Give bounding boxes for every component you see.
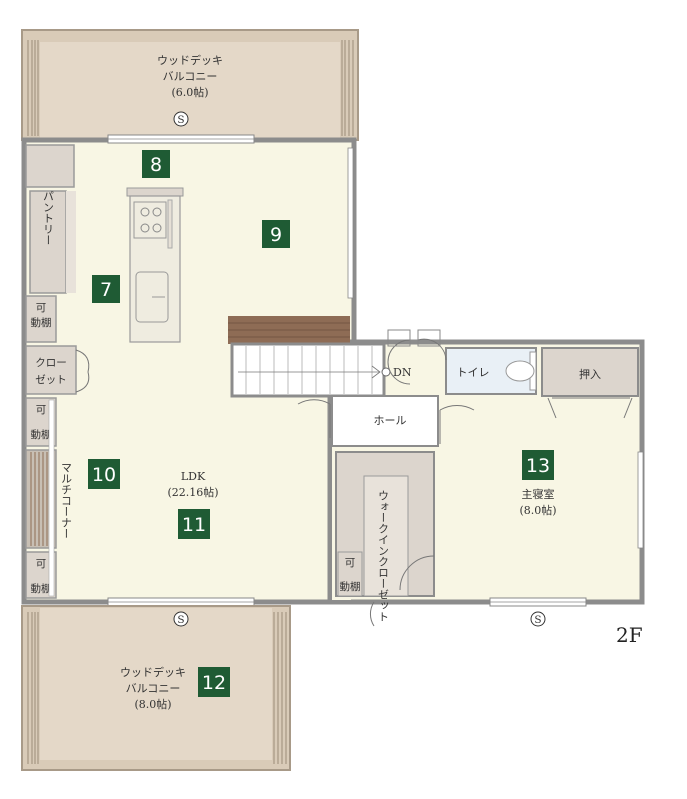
shelf-3-label-b: 動棚 — [31, 582, 52, 595]
shelf-2-label-a: 可 — [36, 404, 47, 416]
toilet-label: トイレ — [457, 366, 490, 379]
deck-top-sub: バルコニー — [163, 70, 218, 83]
sash-marks: S S S — [173, 111, 546, 627]
ldk-name: LDK — [181, 470, 206, 483]
deck-top-size: (6.0帖) — [171, 86, 208, 99]
svg-text:9: 9 — [270, 224, 282, 246]
badge-11: 11 — [178, 509, 210, 539]
stairs-dn-label: DN — [393, 366, 412, 379]
oshiire: 押入 — [541, 347, 639, 419]
svg-text:11: 11 — [182, 514, 206, 536]
ldk-size: (22.16帖) — [167, 486, 218, 499]
stairs: DN — [228, 316, 412, 398]
badge-8: 8 — [142, 150, 170, 178]
svg-text:S: S — [534, 614, 541, 626]
master-name: 主寝室 — [522, 487, 555, 501]
deck-bottom-size: (8.0帖) — [134, 698, 171, 711]
svg-text:10: 10 — [92, 464, 116, 486]
shelf-2-label-b: 動棚 — [31, 428, 52, 441]
svg-text:8: 8 — [150, 154, 162, 176]
shelf-1-label-b: 動棚 — [31, 316, 52, 329]
shelf-3-label-a: 可 — [36, 558, 47, 570]
svg-text:S: S — [177, 614, 184, 626]
svg-text:13: 13 — [526, 455, 550, 477]
closet-label-a: クロー — [35, 357, 67, 369]
floor-label: 2F — [616, 623, 643, 647]
svg-text:7: 7 — [100, 279, 112, 301]
master-size: (8.0帖) — [519, 504, 556, 517]
shelf-4-label-b: 動棚 — [340, 580, 361, 593]
badge-12: 12 — [198, 667, 230, 697]
svg-text:12: 12 — [202, 672, 226, 694]
bottom-windows — [107, 597, 587, 607]
walkin-closet: ウォークインクローゼット 可 動棚 — [335, 451, 435, 627]
deck-bottom-sub: バルコニー — [126, 682, 181, 695]
kitchen-island — [126, 187, 184, 343]
walkin-label: ウォークインクローゼット — [377, 490, 390, 622]
badge-10: 10 — [88, 459, 120, 489]
badge-9: 9 — [262, 220, 290, 248]
svg-text:S: S — [177, 114, 184, 126]
multi-corner-counter — [48, 399, 55, 597]
west-labels: パントリー 可 動棚 クロー ゼット 可 動棚 マルチコーナー 可 動棚 — [31, 190, 73, 595]
hall: ホール — [297, 395, 475, 447]
sash-mark-bottom-left: S — [173, 611, 189, 627]
deck-bottom-name: ウッドデッキ — [120, 665, 186, 679]
closet-label-b: ゼット — [35, 374, 67, 386]
top-window — [107, 134, 255, 144]
shelf-4-label-a: 可 — [345, 557, 356, 569]
multi-corner-label: マルチコーナー — [60, 462, 73, 539]
toilet-room: トイレ — [387, 329, 537, 395]
deck-bottom: ウッドデッキ バルコニー (8.0帖) — [21, 605, 291, 771]
shelf-1-label-a: 可 — [36, 302, 47, 314]
pantry-label: パントリー — [42, 190, 55, 245]
number-badges: 7 8 9 10 11 12 13 — [88, 150, 554, 697]
room-labels: LDK (22.16帖) 主寝室 (8.0帖) — [167, 470, 556, 517]
sash-mark-bottom-right: S — [530, 611, 546, 627]
master-east-window — [637, 451, 644, 549]
deck-top-name: ウッドデッキ — [157, 53, 223, 67]
ldk-east-window — [347, 147, 354, 299]
oshiire-label: 押入 — [579, 367, 601, 381]
hall-label: ホール — [374, 414, 407, 427]
deck-top: ウッドデッキ バルコニー (6.0帖) — [21, 29, 359, 141]
sash-mark-top: S — [173, 111, 189, 127]
badge-13: 13 — [522, 450, 554, 480]
badge-7: 7 — [92, 275, 120, 303]
